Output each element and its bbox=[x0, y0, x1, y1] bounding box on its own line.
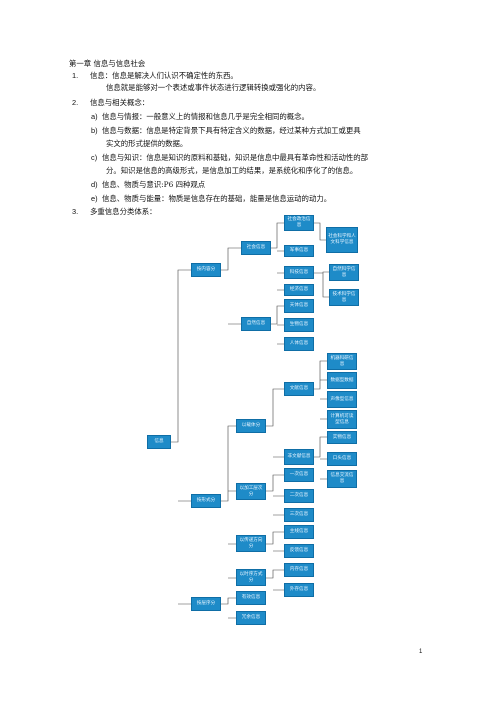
text-line: 信息、物质与意识:P6 四种观点 bbox=[102, 180, 206, 189]
text-line: 实文的形式提供的数据。 bbox=[106, 139, 188, 148]
text-line: 信息与情报：一般意义上的情报和信息几乎是完全相同的概念。 bbox=[102, 112, 309, 121]
tree-node-applied-tech: 技术科学信息 bbox=[329, 289, 359, 306]
tree-node-social-political: 社会政治信息 bbox=[284, 215, 314, 231]
item-number: a) bbox=[91, 112, 98, 121]
text-line: 信息与数据：信息是特定背景下具有特定含义的数据，经过某种方式加工或更具 bbox=[102, 126, 361, 135]
tree-node-natural-science: 自然科学信息 bbox=[329, 264, 359, 281]
tree-node-by-timing: 以时序方式分 bbox=[236, 569, 266, 586]
tree-node-by-content: 按内容分 bbox=[191, 263, 221, 277]
tree-node-useful: 有效信息 bbox=[236, 591, 266, 605]
tree-node-economic: 经济信息 bbox=[284, 284, 314, 296]
item-number: c) bbox=[91, 153, 98, 162]
tree-node-by-value: 按层序分 bbox=[191, 597, 221, 611]
tree-node-tertiary: 三次信息 bbox=[284, 508, 314, 522]
tree-node-database: 数据型数据 bbox=[327, 372, 357, 389]
item-number: 2. bbox=[72, 98, 79, 107]
item-number: e) bbox=[91, 194, 98, 203]
tree-node-feedback: 反馈信息 bbox=[284, 544, 314, 558]
tree-node-physical: 实物信息 bbox=[327, 431, 357, 444]
tree-node-non-document: 非文献信息 bbox=[284, 449, 314, 465]
tree-node-vertical: 主线信息 bbox=[284, 525, 314, 539]
tree-node-external: 外存信息 bbox=[284, 583, 314, 597]
tree-node-primary: 一次信息 bbox=[284, 468, 314, 482]
page-number: 1 bbox=[419, 649, 423, 655]
tree-node-social-science: 社会科学和人文科学信息 bbox=[326, 227, 358, 253]
tree-node-by-carrier: 以载体分 bbox=[236, 419, 266, 433]
tree-node-oral: 口头信息 bbox=[327, 452, 357, 466]
tree-node-scientific-research: 机器科研信息 bbox=[327, 353, 357, 370]
item-number: d) bbox=[91, 180, 98, 189]
tree-node-sound-image: 声像型信息 bbox=[327, 391, 357, 408]
item-number: b) bbox=[91, 126, 98, 135]
text-line: 信息：信息是解决人们认识不确定性的东西。 bbox=[90, 71, 238, 80]
tree-node-redundant: 冗余信息 bbox=[236, 611, 266, 625]
tree-node-military: 军事信息 bbox=[284, 245, 314, 257]
tree-node-by-processing: 以加工层次分 bbox=[236, 483, 266, 500]
page-heading: 第一章 信息与信息社会 bbox=[69, 59, 146, 68]
tree-node-natural: 自然信息 bbox=[241, 317, 271, 331]
text-line: 信息与相关概念： bbox=[90, 98, 150, 107]
text-line: 分。知识是信息的高级形式，是信息加工的结果，是系统化和序化了的信息。 bbox=[106, 166, 358, 175]
tree-node-science-tech: 科技信息 bbox=[284, 266, 314, 279]
text-line: 信息与知识：信息是知识的原料和基础，知识是信息中最具有革命性和活动性的部 bbox=[102, 153, 369, 162]
text-line: 多重信息分类体系： bbox=[90, 207, 157, 216]
tree-node-by-transmission: 以传递方向分 bbox=[236, 535, 266, 552]
item-number: 1. bbox=[72, 71, 79, 80]
tree-node-internal: 内存信息 bbox=[284, 563, 314, 577]
tree-node-social: 社会信息 bbox=[241, 241, 271, 255]
tree-node-exchange: 信息交流信息 bbox=[327, 470, 357, 488]
tree-node-secondary: 二次信息 bbox=[284, 489, 314, 503]
tree-node-computer-readable: 计算机可读型信息 bbox=[327, 410, 357, 429]
tree-node-by-form: 按形式分 bbox=[191, 494, 221, 508]
tree-node-human-body: 人体信息 bbox=[284, 337, 314, 351]
item-number: 3. bbox=[72, 207, 79, 216]
tree-node-celestial: 天体信息 bbox=[284, 299, 314, 313]
text-line: 信息、物质与能量：物质是信息存在的基础，能量是信息运动的动力。 bbox=[102, 194, 332, 203]
tree-node-biological: 生物信息 bbox=[284, 318, 314, 332]
tree-node-document: 文献信息 bbox=[284, 382, 314, 396]
text-line: 信息就是能够对一个表述或事件状态进行逻辑转换或强化的内容。 bbox=[106, 83, 321, 92]
tree-node-root: 信息 bbox=[147, 435, 171, 449]
